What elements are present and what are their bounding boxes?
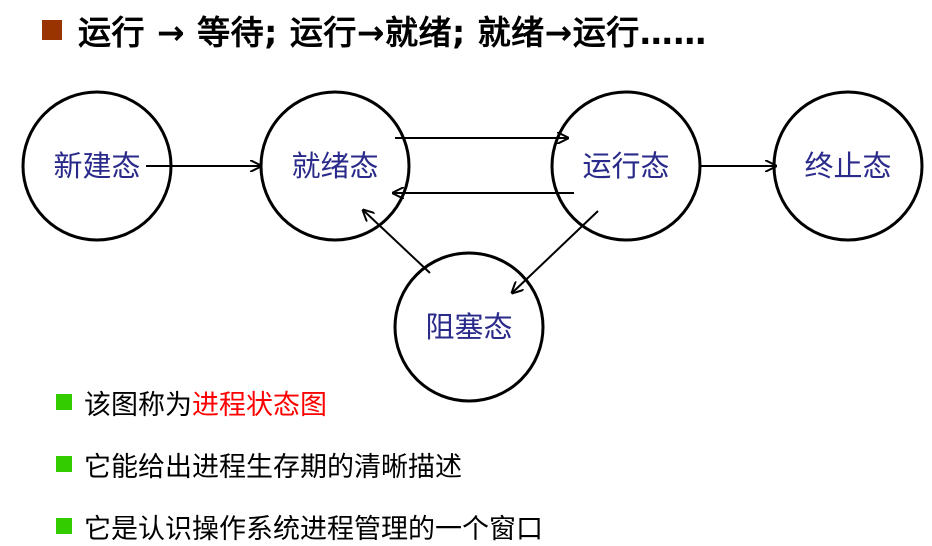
node-ready: 就绪态: [259, 90, 411, 242]
heading-text: 运行 → 等待; 运行→就绪; 就绪→运行……: [78, 13, 707, 52]
bullet-item-1-highlight: 进程状态图: [192, 389, 327, 421]
bullet-item-3: 它是认识操作系统进程管理的一个窗口: [56, 506, 543, 546]
bullet-item-1-prefix: 该图称为: [84, 389, 192, 421]
node-new: 新建态: [21, 90, 173, 242]
node-terminated-label: 终止态: [804, 149, 891, 183]
node-running-label: 运行态: [582, 149, 669, 183]
bullet-item-3-text: 它是认识操作系统进程管理的一个窗口: [84, 513, 543, 545]
node-terminated: 终止态: [772, 90, 924, 242]
node-blocked-circle: [393, 251, 545, 403]
node-running: 运行态: [550, 90, 702, 242]
bullet-item-2: 它能给出进程生存期的清晰描述: [56, 444, 462, 484]
node-blocked-label: 阻塞态: [425, 310, 512, 344]
heading-bullet-square: [42, 20, 62, 40]
edge-blocked-to-ready: [363, 210, 431, 274]
node-new-label: 新建态: [53, 149, 140, 183]
node-ready-label: 就绪态: [291, 149, 378, 183]
bullet-marker: [56, 394, 72, 410]
node-blocked: 阻塞态: [393, 251, 545, 403]
bullet-marker: [56, 456, 72, 472]
bullet-item-1: 该图称为进程状态图: [56, 382, 327, 422]
edge-running-to-blocked: [512, 210, 599, 293]
heading: 运行 → 等待; 运行→就绪; 就绪→运行……: [42, 8, 707, 52]
bullet-marker: [56, 518, 72, 534]
bullet-item-2-text: 它能给出进程生存期的清晰描述: [84, 451, 462, 483]
